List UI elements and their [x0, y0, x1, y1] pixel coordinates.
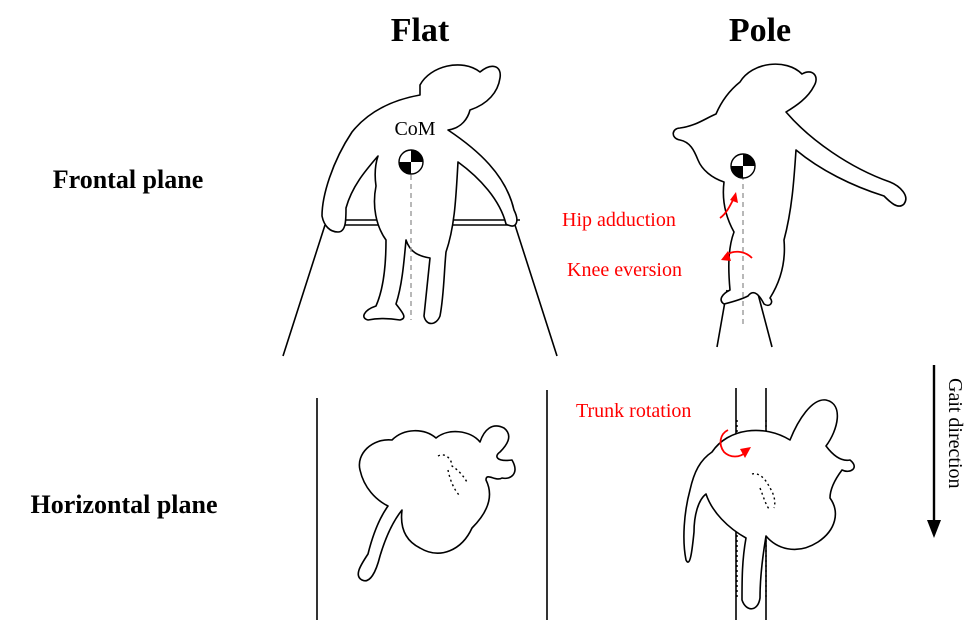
gait-direction-arrowhead — [927, 520, 941, 538]
pole-horizontal-panel: Trunk rotation — [576, 388, 854, 620]
com-label: CoM — [394, 118, 435, 140]
gait-direction: Gait direction — [927, 365, 966, 538]
flat-com-marker — [399, 150, 423, 174]
pole-monkey-body — [673, 64, 906, 305]
flat-monkey-body — [322, 65, 517, 324]
row-label-horizontal: Horizontal plane — [30, 490, 217, 519]
column-title-flat: Flat — [391, 12, 450, 49]
knee-eversion-label: Knee eversion — [567, 259, 682, 281]
pole-frontal-panel: Hip adduction Knee eversion — [562, 64, 906, 347]
pole-com-marker — [731, 154, 755, 178]
row-label-frontal: Frontal plane — [53, 165, 203, 194]
gait-direction-label: Gait direction — [944, 378, 966, 489]
pole-monkey-top — [684, 400, 854, 609]
flat-frontal-panel: CoM — [283, 65, 557, 356]
flat-monkey-top — [358, 426, 515, 581]
column-title-pole: Pole — [729, 12, 791, 49]
trunk-rotation-label: Trunk rotation — [576, 400, 691, 422]
hip-adduction-label: Hip adduction — [562, 209, 676, 231]
flat-horizontal-panel — [317, 390, 547, 620]
